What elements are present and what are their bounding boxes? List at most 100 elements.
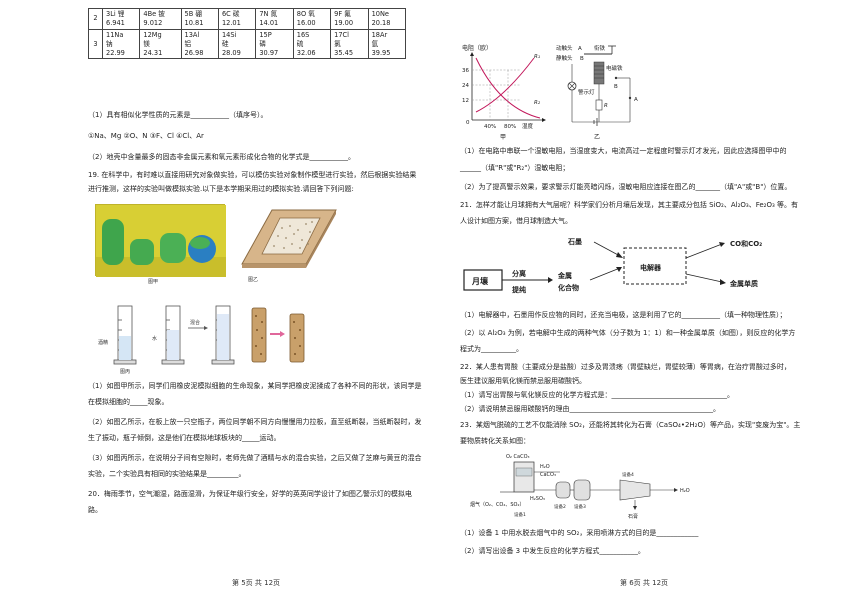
q20-part2: （2）为了提高警示效果，要求警示灯能亮暗闪烁，湿敏电阻应连接在图乙的______… (460, 183, 792, 191)
plant-device-1: 设备1 (514, 511, 526, 518)
ytick-12: 12 (462, 98, 469, 104)
flow-metal-label: 金属单质 (729, 279, 758, 288)
plant-device-2: 设备2 (554, 503, 566, 510)
q20-part1-line2: ______（填"R"或"R₂"）湿敏电阻； (460, 164, 570, 172)
q19-part2-line1: （2）如图乙所示，在板上放一只空瓶子，两位同学朝不同方向慢慢用力拉板，直至纸断裂… (88, 418, 422, 426)
row-number: 3 (88, 28, 103, 60)
plate-tectonics-board (241, 209, 337, 268)
flow-electrolyzer-label: 电解器 (640, 263, 662, 272)
figure-c-caption: 图丙 (120, 369, 131, 375)
graph-ylabel: 电阻（欧） (462, 44, 492, 52)
plant-h2o-1: H₂O (540, 464, 550, 470)
q21-stem-line2: 人设计如图方案，借月球制造大气。 (460, 217, 572, 225)
q20-stem-line1: 20．梅雨季节，空气潮湿，路面湿滑，为保证年级行安全，好学的英英同学设计了如图乙… (88, 490, 412, 498)
clay-models-illustration (96, 205, 226, 277)
flow-metal-compound-2: 化合物 (558, 283, 579, 292)
q20-part1-line1: （1）在电路中串联一个湿敏电阻，当湿度变大，电流高过一定程度时警示灯才发光，因此… (460, 147, 787, 155)
plant-flue-gas: 烟气（O₂、CO₂、SO₂） (470, 501, 525, 508)
figure-a-label: 图甲 (148, 279, 159, 285)
plant-h2o-2: H₂O (680, 488, 690, 494)
mix-tag: 混合 (190, 319, 200, 326)
q19-part2-line2: 生了振动，瓶子倾倒，这是他们在模拟地球板块的_____运动。 (88, 434, 281, 442)
page-footer-left: 第 5页 共 12页 (232, 579, 281, 587)
label-moving-contact: 动触头 (556, 44, 573, 52)
plant-top-label: O₂ CaCO₃ (506, 454, 530, 460)
flow-purify-label: 提纯 (511, 285, 526, 294)
label-warning-light: 警示灯 (578, 88, 595, 96)
flow-metal-compound-1: 金属 (557, 271, 572, 280)
cylinder-tag-water: 水 (152, 335, 157, 342)
label-b-top: B (580, 56, 584, 62)
resistance-humidity-graph: 电阻（欧） 36 24 12 0 R₁ R₂ 40% 80% 湿度 甲 (460, 42, 550, 142)
flow-separate-label: 分离 (512, 269, 526, 278)
plant-svg: O₂ CaCO₃ H₂O CaCO₃ H₂SO₃ H₂O 石膏 烟气（O₂、CO… (470, 454, 690, 520)
graph-caption: 甲 (500, 134, 506, 141)
label-armature: 衔铁 (594, 44, 606, 52)
mixing-cylinders: 酒精 水 混合 (98, 305, 305, 365)
circuit-svg: 动触头 A 衔铁 静触头 B 电磁铁 警示灯 R A (556, 44, 638, 141)
xtick-40: 40% (484, 124, 496, 130)
flow-moon-label: 月壤 (471, 276, 489, 286)
ytick-36: 36 (462, 68, 469, 74)
flow-co-label: CO和CO₂ (730, 239, 762, 248)
page-footer-right: 第 6页 共 12页 (620, 579, 669, 587)
label-electromagnet: 电磁铁 (606, 64, 623, 72)
figure-c-drawing: 酒精 水 混合 (92, 300, 312, 368)
q23-stem-line2: 要物质转化关系如图： (460, 437, 530, 445)
plant-device-4: 设备4 (622, 471, 634, 478)
graph-xlabel: 湿度 (522, 122, 534, 130)
label-a-top: A (578, 46, 582, 52)
q21-part2-line2: 程式为__________。 (460, 345, 523, 353)
figure-b-label: 图乙 (248, 277, 259, 283)
curve-label-r1: R₁ (534, 54, 540, 60)
q18-part2: （2）地壳中含量最多的固态非金属元素和氧元素形成化合物的化学式是________… (88, 153, 355, 161)
moon-atmosphere-flowchart: 月壤 分离 提纯 金属 化合物 石墨 电解器 CO和CO₂ 金属单质 (460, 232, 830, 302)
circuit-caption: 乙 (594, 134, 600, 141)
q21-part2-line1: （2）以 Al₂O₃ 为例，若电解中生成的两种气体（分子数为 1：1）和一种金属… (460, 329, 796, 337)
q21-part1: （1）电解器中，石墨用作反应物的同时，还充当电极，这是利用了它的________… (460, 311, 787, 319)
curve-label-r2: R₂ (534, 100, 541, 106)
plant-caco3: CaCO₃ (540, 472, 556, 478)
q23-stem-line1: 23．某烟气脱硫的工艺不仅能消除 SO₂，还能将其转化为石膏（CaSO₄•2H₂… (460, 421, 801, 429)
ytick-0: 0 (466, 120, 470, 126)
right-page: 电阻（欧） 36 24 12 0 R₁ R₂ 40% 80% 湿度 甲 动 (430, 0, 860, 608)
graph-svg: 电阻（欧） 36 24 12 0 R₁ R₂ 40% 80% 湿度 甲 (462, 44, 546, 141)
figure-a-photo (95, 204, 226, 277)
q19-part1-line2: 在模拟细胞的_____现象。 (88, 398, 169, 406)
ytick-24: 24 (462, 83, 469, 89)
q19-part3-line2: 实验，二个实验具有相同的实验结果是_________。 (88, 470, 246, 478)
q19-stem-line2: 进行推测，这样的实验叫做模拟实验.以下是本学期采用过的模拟实验.请回答下列问题: (88, 185, 354, 193)
q19-stem-line1: 19. 在科学中，有时难以直接用研究对象做实验，可以模仿实验对象制作模型进行实验… (88, 171, 417, 179)
plant-product-gypsum: 石膏 (628, 513, 638, 520)
q18-part1: （1）具有相似化学性质的元素是___________（填序号）。 (88, 111, 268, 119)
curve-r2 (475, 57, 541, 119)
flowchart-svg: 月壤 分离 提纯 金属 化合物 石墨 电解器 CO和CO₂ 金属单质 (463, 237, 762, 294)
q18-options: ①Na、Mg ②O、N ③F、Cl ④Cl、Ar (88, 132, 204, 140)
xtick-80: 80% (504, 124, 516, 130)
label-static-contact: 静触头 (556, 54, 573, 62)
desulfurization-plant-diagram: O₂ CaCO₃ H₂O CaCO₃ H₂SO₃ H₂O 石膏 烟气（O₂、CO… (470, 450, 720, 522)
q19-part3-line1: （3）如图丙所示，在说明分子间有空隙时，老师先做了酒精与水的混合实验，之后又做了… (88, 454, 422, 462)
curve-r1 (475, 57, 535, 113)
plant-device-3: 设备3 (574, 503, 586, 510)
q23-part1: （1）设备 1 中用水脱去烟气中的 SO₂，采用喷淋方式的目的是________… (460, 529, 699, 537)
